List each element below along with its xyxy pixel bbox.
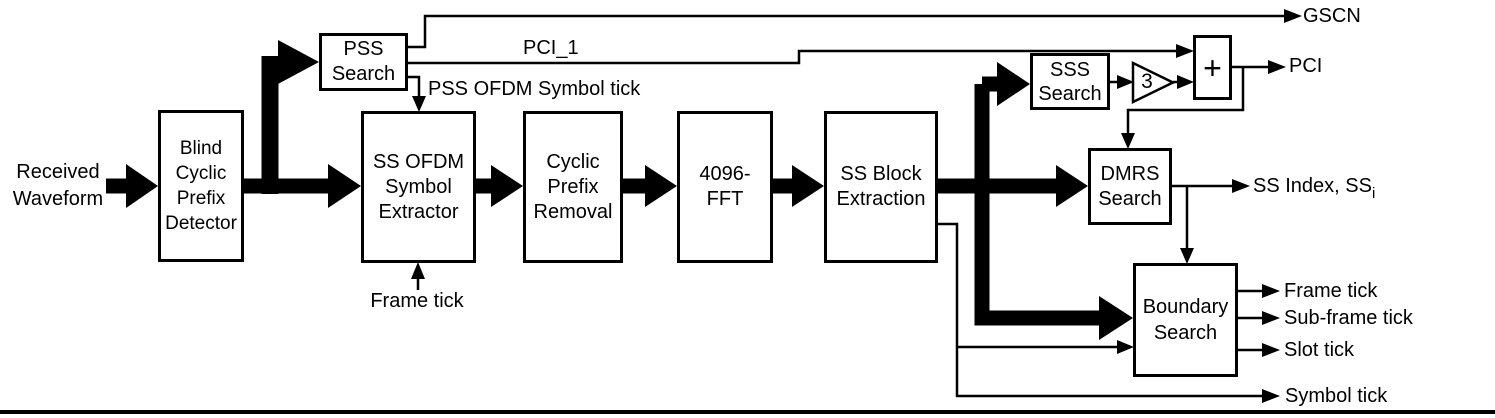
arrowhead-fft-icon	[645, 165, 677, 207]
gain-value: 3	[1141, 70, 1153, 93]
arrowhead-dmrs-icon	[1056, 165, 1088, 207]
arrowhead-adder-input-icon	[1177, 75, 1194, 89]
arrowhead-ssindex-icon	[1232, 179, 1250, 193]
plus-icon: +	[1203, 49, 1222, 86]
block-adder: +	[1193, 35, 1232, 100]
block-blind-cyclic-prefix-detector: Blind Cyclic Prefix Detector	[158, 110, 244, 262]
arrowhead-boundary-top-icon	[1180, 248, 1194, 264]
frame-tick-label: Frame tick	[1284, 280, 1378, 302]
wire-ssblock-to-symbol-tick	[938, 222, 1262, 398]
block-ss-block-extraction: SS Block Extraction	[824, 111, 938, 263]
arrowhead-ssblock-icon	[792, 165, 824, 207]
block-sss-search: SSS Search	[1030, 53, 1110, 110]
arrowhead-sss-icon	[997, 62, 1030, 106]
arrowhead-pci-icon	[1268, 60, 1286, 74]
wire-pci1	[408, 49, 1176, 65]
block-label: Blind Cyclic Prefix Detector	[165, 138, 237, 234]
arrowhead-gain-input-icon	[1117, 75, 1134, 89]
arrowhead-cpremoval-icon	[491, 165, 523, 207]
arrowhead-pci1-icon	[1176, 44, 1194, 58]
ss-index-subscript: i	[1371, 185, 1376, 202]
arrowhead-dmrs-top-icon	[1121, 133, 1135, 149]
arrowhead-symbol-tick-icon	[1262, 389, 1280, 403]
arrowhead-subframe-tick-icon	[1262, 311, 1280, 325]
block-label: DMRS Search	[1098, 162, 1162, 210]
block-pss-search: PSS Search	[319, 33, 408, 91]
arrowhead-pss-icon	[278, 40, 319, 84]
ss-index-text: SS Index, SS	[1253, 175, 1372, 197]
input-signal-label: Received Waveform	[12, 161, 104, 210]
ss-index-label: SS Index, SSi	[1253, 175, 1375, 205]
wire-gscn	[408, 14, 1284, 49]
arrowhead-input-icon	[126, 164, 158, 208]
arrowhead-slot-tick-icon	[1262, 343, 1280, 357]
arrowhead-frame-tick-input-icon	[411, 262, 425, 279]
arrowhead-pss-symbol-tick-icon	[412, 96, 426, 112]
gscn-label: GSCN	[1303, 5, 1361, 27]
block-boundary-search: Boundary Search	[1133, 263, 1238, 377]
block-label: 4096- FFT	[699, 163, 751, 210]
arrowhead-boundary-thin-icon	[1117, 340, 1134, 354]
block-label: PSS Search	[331, 38, 396, 85]
block-label: SS Block Extraction	[836, 163, 926, 210]
frame-tick-input-label: Frame tick	[370, 290, 464, 312]
symbol-tick-label: Symbol tick	[1285, 385, 1388, 407]
wire-thick-branch-right	[974, 84, 1099, 326]
block-dmrs-search: DMRS Search	[1088, 148, 1172, 225]
block-cyclic-prefix-removal: Cyclic Prefix Removal	[523, 111, 623, 263]
arrowhead-frame-tick-icon	[1262, 284, 1280, 298]
sub-frame-tick-label: Sub-frame tick	[1284, 307, 1413, 329]
wire-adder-to-dmrs	[1126, 67, 1245, 133]
block-label: SS OFDM Symbol Extractor	[372, 150, 465, 223]
block-label: Boundary Search	[1142, 296, 1229, 344]
gain-triangle-icon	[1131, 61, 1176, 104]
pci1-label: PCI_1	[523, 37, 579, 59]
block-label: Cyclic Prefix Removal	[533, 150, 613, 223]
block-4096-fft: 4096- FFT	[677, 111, 773, 263]
pci-label: PCI	[1289, 55, 1323, 77]
slot-tick-label: Slot tick	[1284, 339, 1355, 361]
arrowhead-gscn-icon	[1284, 9, 1302, 23]
pss-ofdm-symbol-tick-label: PSS OFDM Symbol tick	[428, 78, 641, 100]
wire-pss-symbol-tick	[408, 75, 421, 96]
block-ss-ofdm-symbol-extractor: SS OFDM Symbol Extractor	[361, 111, 476, 263]
arrowhead-boundary-thick-icon	[1099, 296, 1133, 340]
arrowhead-extractor-icon	[328, 164, 361, 208]
block-label: SSS Search	[1038, 58, 1102, 105]
bottom-border-rule	[0, 410, 1495, 414]
